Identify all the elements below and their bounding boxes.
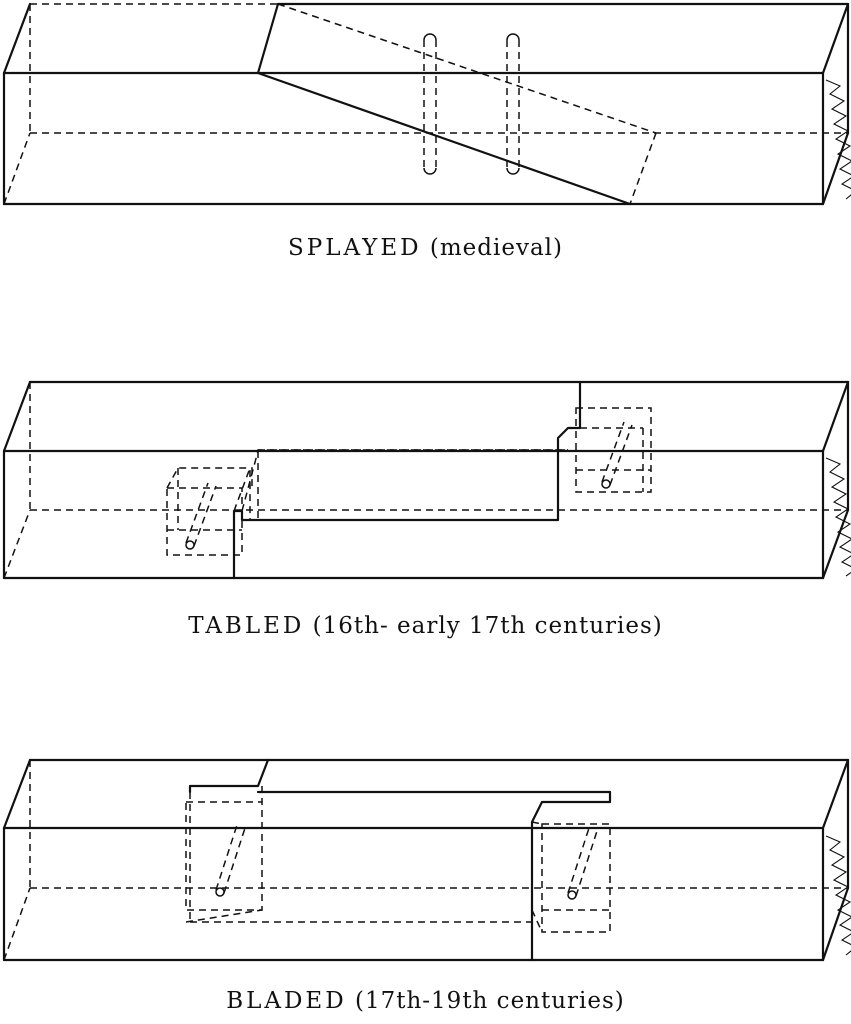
splayed-joint-diagram xyxy=(2,2,851,206)
splayed-peg xyxy=(423,33,437,175)
splayed-peg xyxy=(506,33,520,175)
end-grain-texture xyxy=(825,835,851,956)
bladed-caption-name: BLADED xyxy=(226,988,347,1014)
tabled-peg xyxy=(601,421,633,489)
splayed-scarf-cut xyxy=(256,2,657,206)
tabled-caption: TABLED (16th- early 17th centuries) xyxy=(0,613,851,639)
tabled-caption-name: TABLED xyxy=(188,613,305,639)
bladed-joint-cut xyxy=(188,758,612,962)
bladed-peg xyxy=(567,824,599,900)
bladed-joint-diagram xyxy=(2,758,851,962)
tabled-caption-detail: (16th- early 17th centuries) xyxy=(312,613,663,639)
bladed-caption-detail: (17th-19th centuries) xyxy=(354,988,625,1014)
bladed-left-box xyxy=(185,786,263,923)
splayed-caption: SPLAYED (medieval) xyxy=(0,235,851,261)
tabled-joint-diagram xyxy=(2,380,851,580)
end-grain-texture xyxy=(825,457,851,577)
tabled-beam-outline xyxy=(2,380,850,580)
tabled-peg xyxy=(185,482,217,550)
tabled-joint-cut xyxy=(232,380,582,580)
splayed-beam-outline xyxy=(2,2,850,206)
bladed-caption: BLADED (17th-19th centuries) xyxy=(0,988,851,1014)
end-grain-texture xyxy=(825,79,851,200)
bladed-beam-outline xyxy=(2,758,850,962)
bladed-right-box xyxy=(531,821,611,933)
tabled-left-box xyxy=(166,467,253,556)
bladed-peg xyxy=(215,821,247,897)
splayed-caption-name: SPLAYED xyxy=(287,235,422,261)
splayed-caption-detail: (medieval) xyxy=(429,235,564,261)
